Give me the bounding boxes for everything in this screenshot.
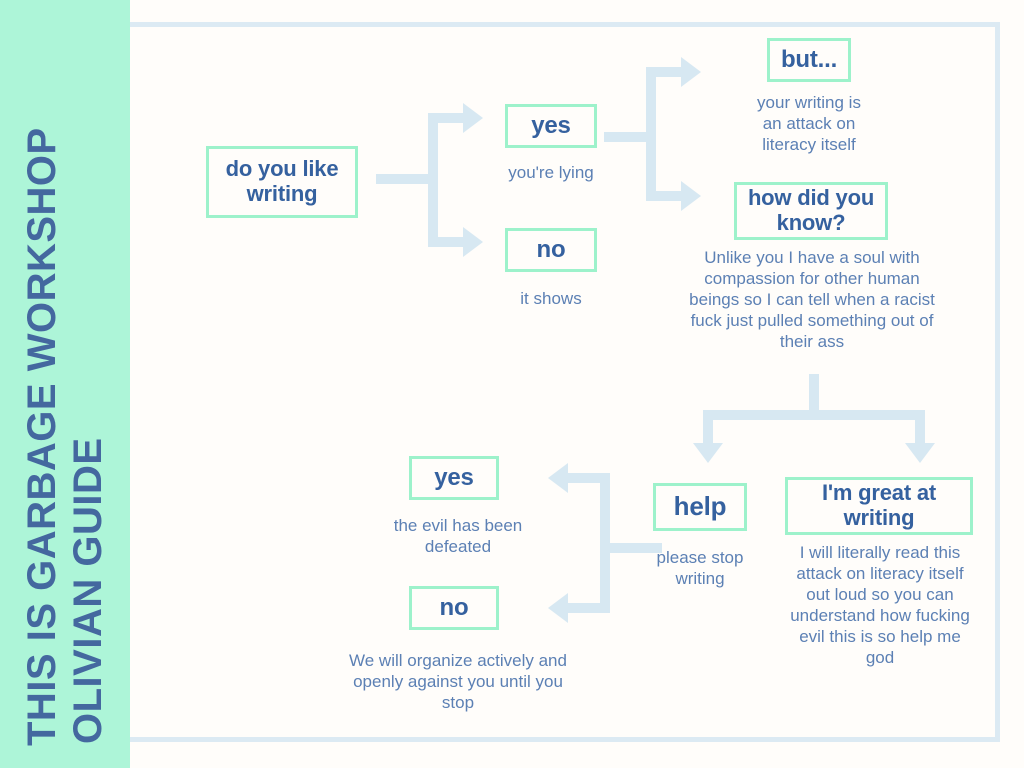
- connector-how-drop-right: [915, 410, 925, 446]
- caption-yes-2: the evil has been defeated: [393, 516, 523, 556]
- caption-but: your writing is an attack on literacy it…: [729, 92, 889, 155]
- connector-yes1-arm-how: [646, 191, 688, 201]
- caption-line-1: your writing is: [757, 93, 861, 112]
- node-label: how did you know?: [747, 185, 875, 235]
- node-how-did-you-know[interactable]: how did you know?: [734, 182, 888, 240]
- sidebar-title-overlay: THIS IS GARBAGE WORKSHOP OLIVIAN GUIDE: [0, 0, 130, 768]
- caption-no-1: it shows: [520, 289, 582, 308]
- node-but[interactable]: but...: [767, 38, 851, 82]
- connector-q1-arm-yes: [428, 113, 470, 123]
- sidebar-title-line-1: THIS IS GARBAGE WORKSHOP: [20, 127, 64, 746]
- connector-how-bar: [703, 410, 925, 420]
- caption-line-2: an attack on: [762, 114, 856, 133]
- node-yes-1[interactable]: yes: [505, 104, 597, 148]
- arrow-to-no2: [548, 593, 568, 623]
- caption-help: please stop writing: [656, 548, 744, 588]
- arrow-to-how: [681, 181, 701, 211]
- connector-how-stem: [809, 374, 819, 414]
- connector-help-arm-yes: [568, 473, 610, 483]
- connector-yes1-stem: [604, 132, 652, 142]
- node-label: no: [439, 593, 469, 621]
- sidebar-title-line-2: OLIVIAN GUIDE: [66, 437, 110, 744]
- node-label: no: [536, 235, 566, 263]
- node-help[interactable]: help: [653, 483, 747, 531]
- connector-q1-stem: [376, 174, 438, 184]
- connector-help-arm-mid: [600, 543, 640, 553]
- connector-help-stem: [634, 543, 662, 553]
- node-label: but...: [780, 45, 838, 73]
- connector-help-arm-no: [568, 603, 610, 613]
- arrow-to-great: [905, 443, 935, 463]
- node-label: yes: [434, 463, 474, 491]
- node-label: I'm great at writing: [821, 480, 937, 530]
- node-label: do you like writing: [225, 156, 339, 206]
- node-label: help: [673, 491, 727, 522]
- connector-yes1-spine: [646, 67, 656, 201]
- connector-yes1-arm-but: [646, 67, 688, 77]
- caption-yes-1: you're lying: [508, 163, 594, 182]
- connector-how-drop-left: [703, 410, 713, 446]
- arrow-to-yes2: [548, 463, 568, 493]
- caption-line-3: literacy itself: [762, 135, 856, 154]
- node-no-2[interactable]: no: [409, 586, 499, 630]
- node-im-great-at-writing[interactable]: I'm great at writing: [785, 477, 973, 535]
- node-label: yes: [531, 111, 571, 139]
- arrow-to-no1: [463, 227, 483, 257]
- connector-q1-arm-no: [428, 237, 470, 247]
- caption-im-great-at-writing: I will literally read this attack on lit…: [790, 543, 970, 667]
- node-do-you-like-writing[interactable]: do you like writing: [206, 146, 358, 218]
- sidebar-overlay: THIS IS GARBAGE WORKSHOP OLIVIAN GUIDE: [0, 0, 130, 768]
- arrow-to-yes1: [463, 103, 483, 133]
- arrow-to-help: [693, 443, 723, 463]
- caption-how-did-you-know: Unlike you I have a soul with compassion…: [689, 248, 935, 351]
- connector-q1-spine: [428, 113, 438, 247]
- caption-no-2: We will organize actively and openly aga…: [349, 651, 567, 712]
- arrow-to-but: [681, 57, 701, 87]
- node-no-1[interactable]: no: [505, 228, 597, 272]
- node-yes-2[interactable]: yes: [409, 456, 499, 500]
